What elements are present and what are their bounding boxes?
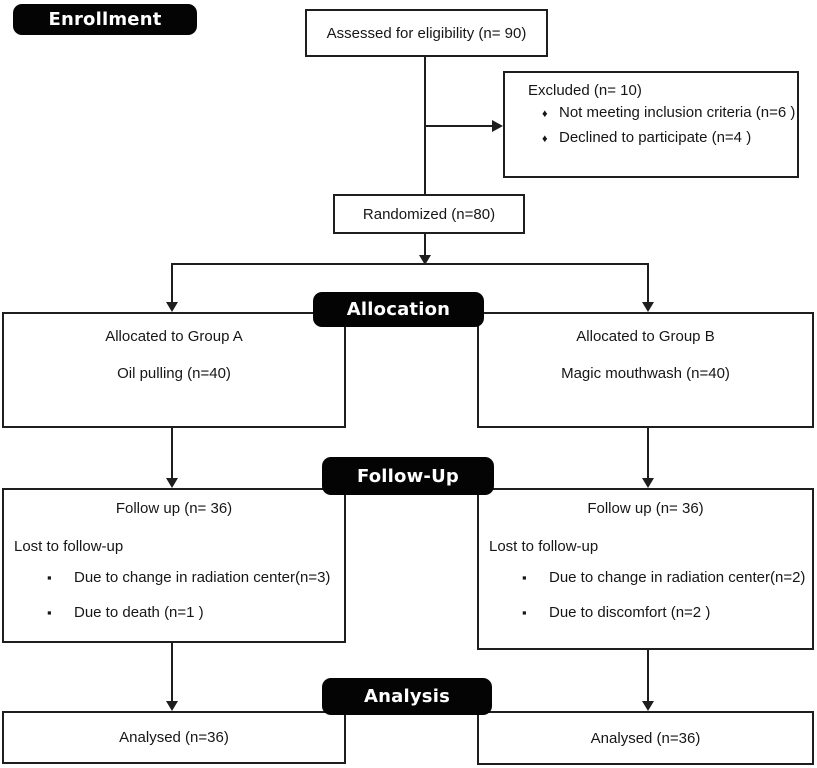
arrowhead-analysed-a: [166, 701, 178, 711]
followup-b-item: ▪ Due to discomfort (n=2 ): [479, 604, 812, 621]
stage-label-allocation-text: Allocation: [346, 299, 451, 320]
connector-branch-to-alloc-a: [171, 264, 173, 303]
assessed-eligibility-box: Assessed for eligibility (n= 90): [305, 9, 548, 57]
followup-group-a-box: Follow up (n= 36) Lost to follow-up ▪ Du…: [2, 488, 346, 643]
followup-a-item-text: Due to change in radiation center(n=3): [74, 569, 331, 586]
followup-a-item: ▪ Due to change in radiation center(n=3): [4, 569, 344, 586]
randomized-box: Randomized (n=80): [333, 194, 525, 234]
connector-followup-b-to-analysed-b: [647, 650, 649, 702]
followup-b-subtitle: Lost to follow-up: [489, 538, 599, 555]
diamond-bullet-icon: ♦: [542, 108, 548, 120]
analysed-group-b-box: Analysed (n=36): [477, 711, 814, 765]
assessed-eligibility-text: Assessed for eligibility (n= 90): [326, 24, 527, 42]
followup-b-item-text: Due to change in radiation center(n=2): [549, 569, 806, 586]
analysed-group-a-box: Analysed (n=36): [2, 711, 346, 764]
stage-label-analysis-text: Analysis: [364, 686, 450, 707]
followup-a-title: Follow up (n= 36): [115, 500, 233, 517]
allocation-b-title: Allocated to Group B: [576, 328, 715, 345]
connector-branch-to-alloc-b: [647, 264, 649, 303]
square-bullet-icon: ▪: [522, 570, 527, 585]
branch-horizontal-line: [171, 263, 649, 265]
followup-a-item-text: Due to death (n=1 ): [74, 604, 204, 621]
arrowhead-branch: [419, 255, 431, 265]
connector-alloc-b-to-followup-b: [647, 428, 649, 479]
connector-alloc-a-to-followup-a: [171, 428, 173, 479]
analysed-b-text: Analysed (n=36): [590, 729, 701, 747]
allocation-group-b-box: Allocated to Group B Magic mouthwash (n=…: [477, 312, 814, 428]
square-bullet-icon: ▪: [47, 570, 52, 585]
excluded-item: ♦ Declined to participate (n=4 ): [505, 127, 797, 150]
stage-label-enrollment-text: Enrollment: [48, 9, 162, 30]
followup-b-title: Follow up (n= 36): [587, 500, 704, 517]
arrowhead-followup-b: [642, 478, 654, 488]
allocation-b-intervention: Magic mouthwash (n=40): [561, 365, 730, 382]
diamond-bullet-icon: ♦: [542, 133, 548, 145]
stage-label-analysis: Analysis: [322, 678, 492, 715]
excluded-item: ♦ Not meeting inclusion criteria (n=6 ): [505, 102, 797, 125]
allocation-group-a-box: Allocated to Group A Oil pulling (n=40): [2, 312, 346, 428]
followup-b-item-text: Due to discomfort (n=2 ): [549, 604, 711, 621]
arrowhead-analysed-b: [642, 701, 654, 711]
allocation-a-title: Allocated to Group A: [105, 328, 243, 345]
arrowhead-excluded: [492, 120, 503, 132]
followup-b-item: ▪ Due to change in radiation center(n=2): [479, 569, 812, 586]
stage-label-enrollment: Enrollment: [13, 4, 197, 35]
followup-a-subtitle: Lost to follow-up: [14, 538, 124, 555]
excluded-item-text: Declined to participate (n=4 ): [559, 129, 752, 146]
stage-label-followup-text: Follow-Up: [356, 465, 460, 487]
randomized-text: Randomized (n=80): [362, 205, 496, 223]
arrowhead-alloc-a: [166, 302, 178, 312]
excluded-box: Excluded (n= 10) ♦ Not meeting inclusion…: [503, 71, 799, 178]
excluded-item-text: Not meeting inclusion criteria (n=6 ): [559, 104, 796, 121]
square-bullet-icon: ▪: [47, 605, 52, 620]
square-bullet-icon: ▪: [522, 605, 527, 620]
analysed-a-text: Analysed (n=36): [119, 729, 229, 746]
excluded-title: Excluded (n= 10): [528, 82, 642, 99]
stage-label-followup: Follow-Up: [322, 457, 494, 495]
arrowhead-followup-a: [166, 478, 178, 488]
allocation-a-intervention: Oil pulling (n=40): [117, 365, 231, 382]
followup-group-b-box: Follow up (n= 36) Lost to follow-up ▪ Du…: [477, 488, 814, 650]
connector-randomized-to-branch: [424, 234, 426, 257]
stage-label-allocation: Allocation: [313, 292, 484, 327]
arrowhead-alloc-b: [642, 302, 654, 312]
connector-followup-a-to-analysed-a: [171, 643, 173, 702]
followup-a-item: ▪ Due to death (n=1 ): [4, 604, 344, 621]
connector-to-excluded: [425, 125, 492, 127]
